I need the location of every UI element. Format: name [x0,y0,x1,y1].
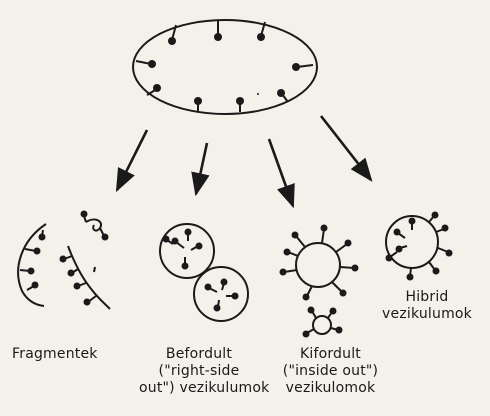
source-membrane [133,20,317,114]
rightside-vesicles [160,224,248,321]
insideout-vesicle-large [296,243,340,287]
label-fragmentek-text: Fragmentek [12,346,98,363]
membrane-knobs [136,20,313,112]
label-befordult-line2: ("right-side [139,363,259,380]
arrow-to-rightside [196,143,207,194]
label-kifordult: Kifordult ("inside out") vezikulomok [268,346,393,397]
label-befordult-line1: Befordult [139,346,259,363]
arrow-to-insideout [269,139,293,206]
label-hibrid: Hibrid vezikulumok [372,289,482,323]
arrow-to-hybrid [321,116,371,180]
label-fragmentek: Fragmentek [12,346,98,363]
hybrid-vesicle-group [386,212,453,281]
insideout-vesicles [280,225,359,338]
label-kifordult-line2: ("inside out") [268,363,393,380]
membrane-knob-dots [148,33,300,105]
insideout-vesicle-small [313,316,331,334]
fragment-curl [86,220,101,231]
rightside-vesicle-2 [194,267,248,321]
label-hibrid-line1: Hibrid [372,289,482,306]
fragments-group [18,211,110,310]
arrows [117,116,371,206]
label-kifordult-line3: vezikulomok [268,380,393,397]
arrow-to-fragments [117,130,147,190]
membrane-ellipse [133,20,317,114]
label-befordult: Befordult ("right-side out") vezikulumok [139,346,259,397]
label-kifordult-line1: Kifordult [268,346,393,363]
label-befordult-line3: out") vezikulumok [139,380,259,397]
label-hibrid-line2: vezikulumok [372,306,482,323]
